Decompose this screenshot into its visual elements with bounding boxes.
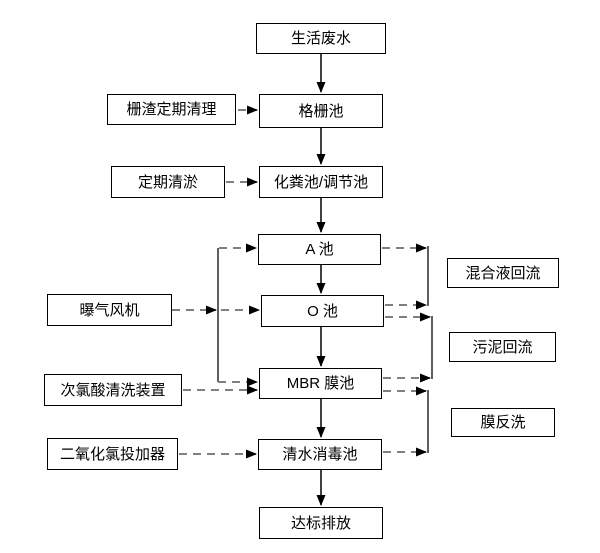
node-membrane-backwash: 膜反洗: [451, 408, 555, 437]
node-a-tank: A 池: [258, 234, 381, 265]
node-hypochlorous-cleaning-device: 次氯酸清洗装置: [44, 374, 182, 406]
node-o-tank: O 池: [261, 295, 384, 327]
node-compliant-discharge: 达标排放: [259, 507, 383, 539]
node-grid-screen-tank: 格栅池: [259, 94, 383, 128]
node-domestic-wastewater: 生活废水: [256, 23, 386, 54]
node-mbr-membrane-tank: MBR 膜池: [259, 368, 382, 399]
node-regular-desilting: 定期清淤: [111, 166, 225, 198]
node-septic-regulating-tank: 化粪池/调节池: [259, 166, 383, 198]
node-aeration-blower: 曝气风机: [47, 294, 172, 326]
node-screenings-regular-cleanup: 栅渣定期清理: [107, 94, 236, 125]
node-clean-water-disinfection-tank: 清水消毒池: [258, 439, 382, 470]
node-chlorine-dioxide-doser: 二氧化氯投加器: [47, 438, 178, 470]
node-mixed-liquor-recycle: 混合液回流: [447, 258, 559, 288]
node-sludge-return: 污泥回流: [449, 332, 556, 362]
